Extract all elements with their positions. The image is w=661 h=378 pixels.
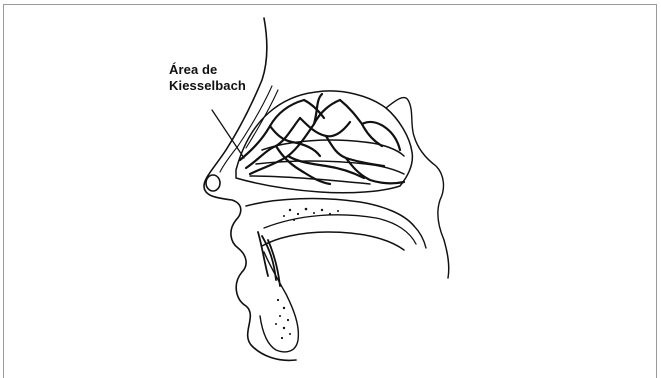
nasal-bridge-line	[220, 86, 272, 172]
palate-inner	[264, 215, 416, 244]
vessel-network	[240, 94, 404, 184]
tongue-outline	[262, 232, 404, 250]
mandible-stipple	[275, 299, 291, 339]
nostril	[206, 175, 220, 191]
label-pointer-line	[212, 110, 244, 158]
posterior-wall	[386, 98, 444, 240]
pharynx-wall	[444, 240, 449, 278]
kiesselbach-area-label: Área de Kiesselbach	[169, 62, 246, 94]
label-line-2: Kiesselbach	[169, 78, 246, 94]
soft-palate	[414, 226, 426, 248]
label-line-1: Área de	[169, 62, 246, 78]
